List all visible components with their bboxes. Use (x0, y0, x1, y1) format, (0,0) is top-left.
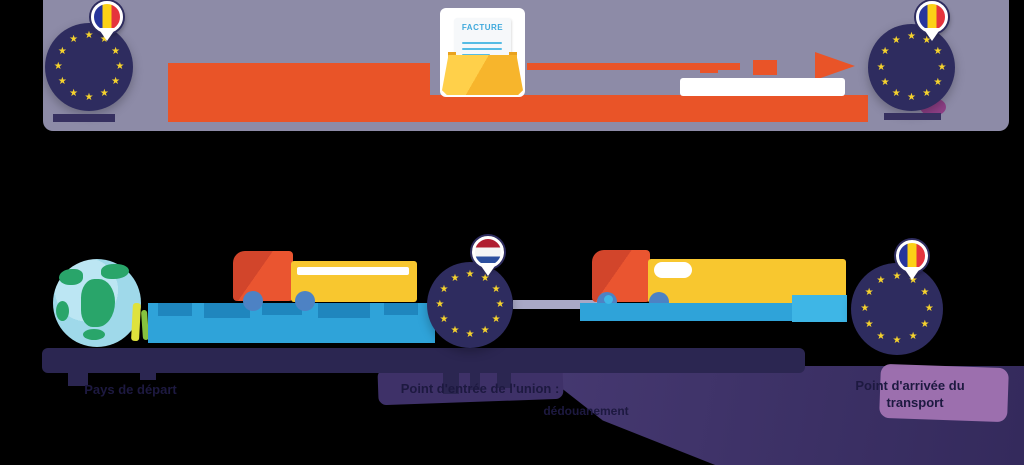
invoice-folder-icon: FACTURE (440, 8, 525, 97)
truck-wheel (295, 291, 315, 311)
navy-band-fragment (497, 370, 511, 388)
eu-star-icon: ★ (69, 87, 79, 99)
orange-flow-line (527, 63, 740, 70)
eu-star-icon: ★ (69, 34, 79, 46)
eu-star-icon: ★ (99, 87, 109, 99)
orange-flow-dash-1 (700, 67, 718, 73)
navy-text-band (42, 348, 805, 373)
trailer-notch-2 (654, 262, 692, 278)
eu-star-icon: ★ (876, 275, 886, 287)
eu-star-icon: ★ (891, 35, 901, 47)
globe-continent (83, 329, 105, 340)
cyan-text-detail (158, 303, 192, 316)
invoice-title: FACTURE (461, 23, 504, 32)
eu-star-icon: ★ (450, 325, 460, 337)
invoice-text-line (462, 48, 502, 50)
trailer-stripe-1 (297, 267, 409, 275)
cyan-text-block-2 (580, 303, 793, 321)
eu-star-icon: ★ (876, 330, 886, 342)
eu-star-icon: ★ (876, 61, 886, 73)
eu-star-icon: ★ (864, 286, 874, 298)
eu-star-icon: ★ (920, 286, 930, 298)
arrival-label-line1: Point d'arrivée du (855, 378, 965, 393)
gray-line-block (513, 300, 610, 309)
entry-label-line2: dédouanement (543, 404, 629, 418)
eu-star-icon: ★ (924, 303, 934, 314)
eu-flag-circle-entry: ★★★★★★★★★★★★ (427, 262, 513, 348)
globe-continent (59, 269, 83, 285)
eu-star-icon: ★ (907, 91, 916, 103)
eu-star-icon: ★ (435, 299, 445, 310)
navy-band-fragment (68, 372, 88, 386)
cyan-text-block-3 (792, 295, 847, 322)
romania-flag-pin-bottom (896, 240, 928, 272)
eu-star-icon: ★ (933, 46, 943, 58)
eu-star-icon: ★ (115, 61, 125, 72)
eu-star-icon: ★ (491, 314, 501, 326)
romania-flag-pin-top-right (916, 1, 948, 33)
orange-text-block-2 (430, 95, 868, 122)
navy-band-fragment (140, 372, 156, 380)
cyan-text-detail (384, 303, 418, 315)
destination-caption-block (884, 113, 941, 120)
eu-star-icon: ★ (907, 31, 916, 43)
departure-label: Pays de départ (84, 382, 177, 397)
eu-star-icon: ★ (465, 329, 475, 341)
eu-star-icon: ★ (892, 335, 902, 347)
origin-caption-block (53, 114, 115, 122)
cyan-text-detail (262, 303, 302, 315)
eu-star-icon: ★ (920, 319, 930, 331)
globe-icon (53, 259, 141, 347)
navy-band-fragment (443, 370, 459, 394)
romania-flag-pin-top-left (91, 1, 123, 33)
eu-star-icon: ★ (439, 314, 449, 326)
invoice-text-line (462, 42, 502, 44)
eu-star-icon: ★ (864, 319, 874, 331)
eu-star-icon: ★ (465, 268, 475, 280)
eu-star-icon: ★ (57, 45, 67, 57)
cyan-text-detail (318, 303, 370, 318)
eu-star-icon: ★ (84, 91, 94, 103)
eu-flag-circle-origin: ★★★★★★★★★★★★ (45, 23, 133, 111)
eu-star-icon: ★ (908, 330, 918, 342)
eu-star-icon: ★ (84, 30, 94, 42)
eu-flag-circle-arrival: ★★★★★★★★★★★★ (851, 263, 943, 355)
truck-cab-1 (233, 251, 293, 301)
folder-front (442, 55, 523, 95)
eu-star-icon: ★ (495, 299, 505, 310)
netherlands-flag-pin (472, 236, 504, 268)
eu-star-icon: ★ (439, 283, 449, 295)
cyan-text-detail (204, 303, 250, 318)
mauve-swoosh (879, 363, 1009, 423)
globe-continent (81, 279, 115, 327)
eu-star-icon: ★ (53, 61, 63, 72)
orange-text-block-1 (168, 63, 430, 122)
navy-band-fragment (470, 370, 480, 390)
eu-star-icon: ★ (891, 87, 901, 99)
eu-star-icon: ★ (922, 87, 932, 99)
white-text-block (680, 78, 845, 96)
eu-star-icon: ★ (111, 45, 121, 57)
eu-star-icon: ★ (860, 303, 870, 314)
eu-star-icon: ★ (880, 76, 890, 88)
eu-star-icon: ★ (933, 76, 943, 88)
eu-star-icon: ★ (892, 270, 902, 282)
cyan-dot (604, 295, 613, 304)
eu-star-icon: ★ (450, 272, 460, 284)
eu-star-icon: ★ (57, 76, 67, 88)
orange-arrowhead-icon (815, 52, 855, 80)
entry-label-line1: Point d'entrée de l'union : (400, 381, 560, 396)
globe-continent (101, 264, 129, 279)
eu-star-icon: ★ (480, 325, 490, 337)
eu-star-icon: ★ (491, 283, 501, 295)
orange-flow-dash-2 (753, 60, 777, 75)
globe-accent-bar (131, 302, 141, 342)
eu-star-icon: ★ (937, 61, 947, 73)
arrival-label-line2: transport (886, 395, 944, 410)
eu-flag-circle-destination: ★★★★★★★★★★★★ (868, 24, 955, 111)
truck-wheel (243, 291, 263, 311)
eu-star-icon: ★ (880, 46, 890, 58)
globe-continent (56, 301, 69, 321)
eu-star-icon: ★ (111, 76, 121, 88)
